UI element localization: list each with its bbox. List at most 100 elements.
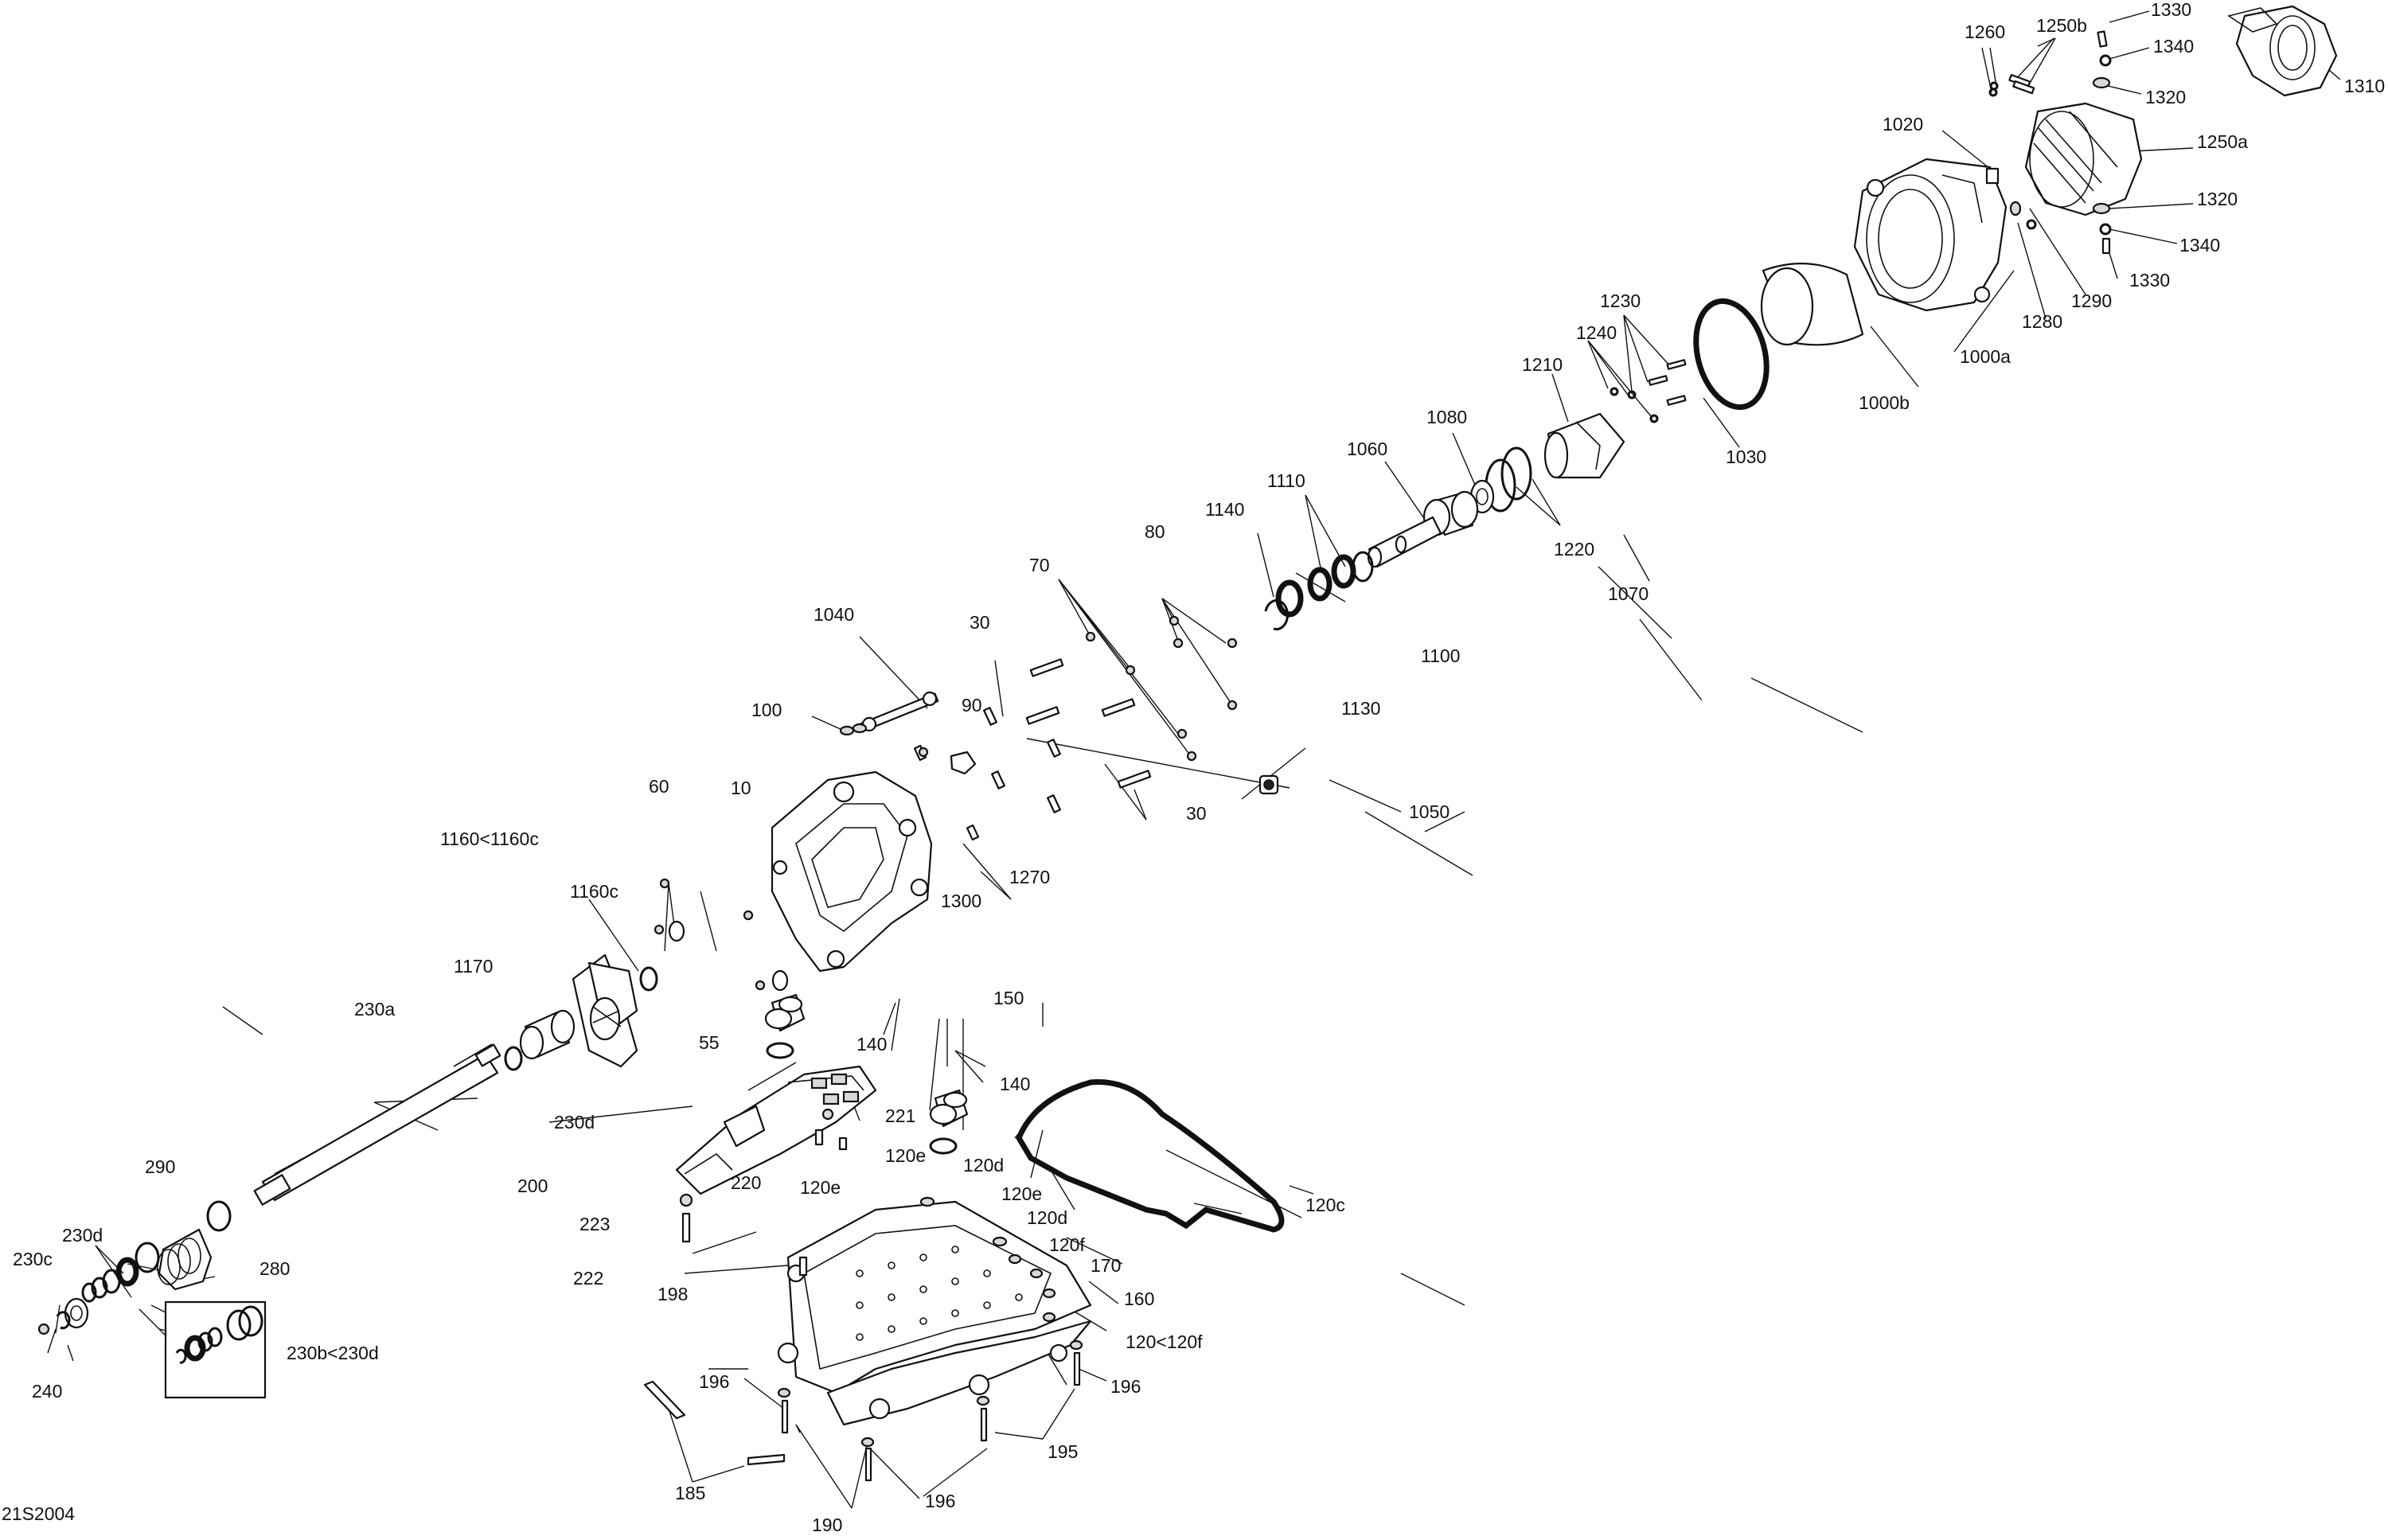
label-1160-1160c: 1160<1160c — [440, 828, 539, 849]
label-1130: 1130 — [1341, 698, 1380, 719]
label-100: 100 — [751, 700, 782, 720]
label-1230: 1230 — [1600, 290, 1641, 311]
label-290: 290 — [145, 1156, 175, 1177]
ride-plate-120 — [777, 1200, 1092, 1426]
label-1000b: 1000b — [1859, 392, 1910, 413]
label-1300: 1300 — [941, 891, 981, 911]
top-hardware — [1988, 30, 2112, 97]
label-1270: 1270 — [1009, 867, 1050, 887]
seal-1110-b — [1307, 567, 1333, 602]
ring-140-b — [929, 1137, 958, 1155]
label-120d-a: 120d — [963, 1155, 1004, 1175]
bracket-200 — [675, 1065, 877, 1195]
label-80: 80 — [1145, 521, 1165, 542]
bearing-1130 — [1275, 579, 1304, 618]
ring-1100 — [1352, 551, 1374, 583]
label-1060: 1060 — [1347, 439, 1387, 459]
seal-1110-a — [1331, 554, 1356, 589]
label-1330-top: 1330 — [2151, 0, 2191, 20]
bolts-190-196 — [643, 1339, 1083, 1482]
label-1220: 1220 — [1554, 539, 1594, 559]
label-1250a: 1250a — [2197, 131, 2248, 152]
ring-230c — [56, 1297, 89, 1330]
label-170: 170 — [1091, 1255, 1121, 1276]
pump-support-10 — [771, 770, 933, 973]
label-1000a: 1000a — [1960, 346, 2011, 367]
label-230a: 230a — [354, 999, 395, 1020]
cap-150-b — [929, 1089, 969, 1128]
label-1040: 1040 — [814, 604, 854, 625]
washers-55 — [668, 920, 789, 992]
label-120-120f: 120<120f — [1126, 1331, 1203, 1352]
label-230d-mid: 230d — [554, 1112, 595, 1133]
label-1250b: 1250b — [2036, 15, 2087, 36]
label-1160c: 1160c — [570, 881, 618, 902]
label-10: 10 — [731, 778, 751, 798]
impeller-shaft-1060 — [1367, 516, 1442, 568]
bolts-1270-1300 — [913, 707, 1061, 841]
label-1050: 1050 — [1409, 801, 1450, 822]
label-1020: 1020 — [1883, 114, 1923, 135]
label-70: 70 — [1029, 555, 1050, 575]
hardware-220-223 — [679, 1108, 848, 1243]
label-120f: 120f — [1049, 1234, 1085, 1255]
label-1330-mid: 1330 — [2129, 270, 2170, 290]
label-185: 185 — [675, 1483, 705, 1503]
ring-1160c — [639, 966, 658, 992]
fitting-1050 — [1258, 774, 1279, 795]
seals-230d-left — [81, 1257, 139, 1303]
label-1290: 1290 — [2071, 290, 2112, 311]
sleeve-1170 — [519, 1009, 576, 1060]
venturi-nozzle-1310 — [2227, 5, 2338, 97]
label-222: 222 — [573, 1268, 603, 1289]
circlip-1140 — [1264, 599, 1290, 631]
label-1340-mid: 1340 — [2179, 235, 2220, 255]
label-196-b: 196 — [1110, 1376, 1141, 1397]
label-30-top: 30 — [970, 612, 990, 633]
fasteners-100 — [839, 723, 868, 736]
large-o-ring-1030 — [1693, 298, 1770, 411]
gasket-120c — [1016, 1079, 1285, 1233]
kit-box-230b — [164, 1300, 267, 1399]
label-120e-a: 120e — [885, 1145, 926, 1166]
screws-1230-1240 — [1610, 359, 1687, 423]
hardware-1320-1340-1330 — [2092, 202, 2112, 255]
label-196-a: 196 — [699, 1371, 729, 1392]
label-1320-mid: 1320 — [2197, 189, 2238, 209]
label-230c: 230c — [13, 1249, 53, 1269]
label-1310: 1310 — [2344, 76, 2385, 96]
label-1280: 1280 — [2022, 311, 2062, 332]
part-240 — [37, 1323, 50, 1335]
label-1110: 1110 — [1267, 470, 1305, 491]
ring-140-a — [766, 1042, 794, 1059]
impeller-1160 — [572, 953, 638, 1068]
label-190: 190 — [812, 1515, 842, 1535]
label-120e-b: 120e — [800, 1177, 841, 1198]
label-1030: 1030 — [1726, 446, 1766, 467]
label-1340-top: 1340 — [2153, 36, 2194, 57]
label-1100: 1100 — [1421, 645, 1460, 666]
label-240: 240 — [32, 1381, 62, 1402]
nuts-80 — [1169, 615, 1238, 711]
label-280: 280 — [259, 1258, 290, 1279]
label-196-c: 196 — [925, 1491, 955, 1511]
label-55: 55 — [699, 1032, 720, 1053]
label-195: 195 — [1048, 1441, 1078, 1462]
label-1140: 1140 — [1205, 499, 1244, 520]
hardware-120-series — [798, 1196, 1056, 1323]
label-1210: 1210 — [1522, 354, 1563, 375]
label-1260: 1260 — [1965, 21, 2005, 42]
label-30-bot: 30 — [1186, 803, 1207, 824]
label-140-b: 140 — [1000, 1074, 1030, 1094]
cap-150-a — [764, 993, 806, 1032]
nuts-60 — [654, 878, 754, 935]
clamp-290-a — [206, 1200, 232, 1232]
label-120c: 120c — [1305, 1195, 1345, 1215]
label-221: 221 — [885, 1105, 915, 1126]
pump-housing-1000a — [1853, 158, 2037, 312]
studs-30 — [1025, 658, 1152, 789]
label-90: 90 — [962, 695, 982, 715]
